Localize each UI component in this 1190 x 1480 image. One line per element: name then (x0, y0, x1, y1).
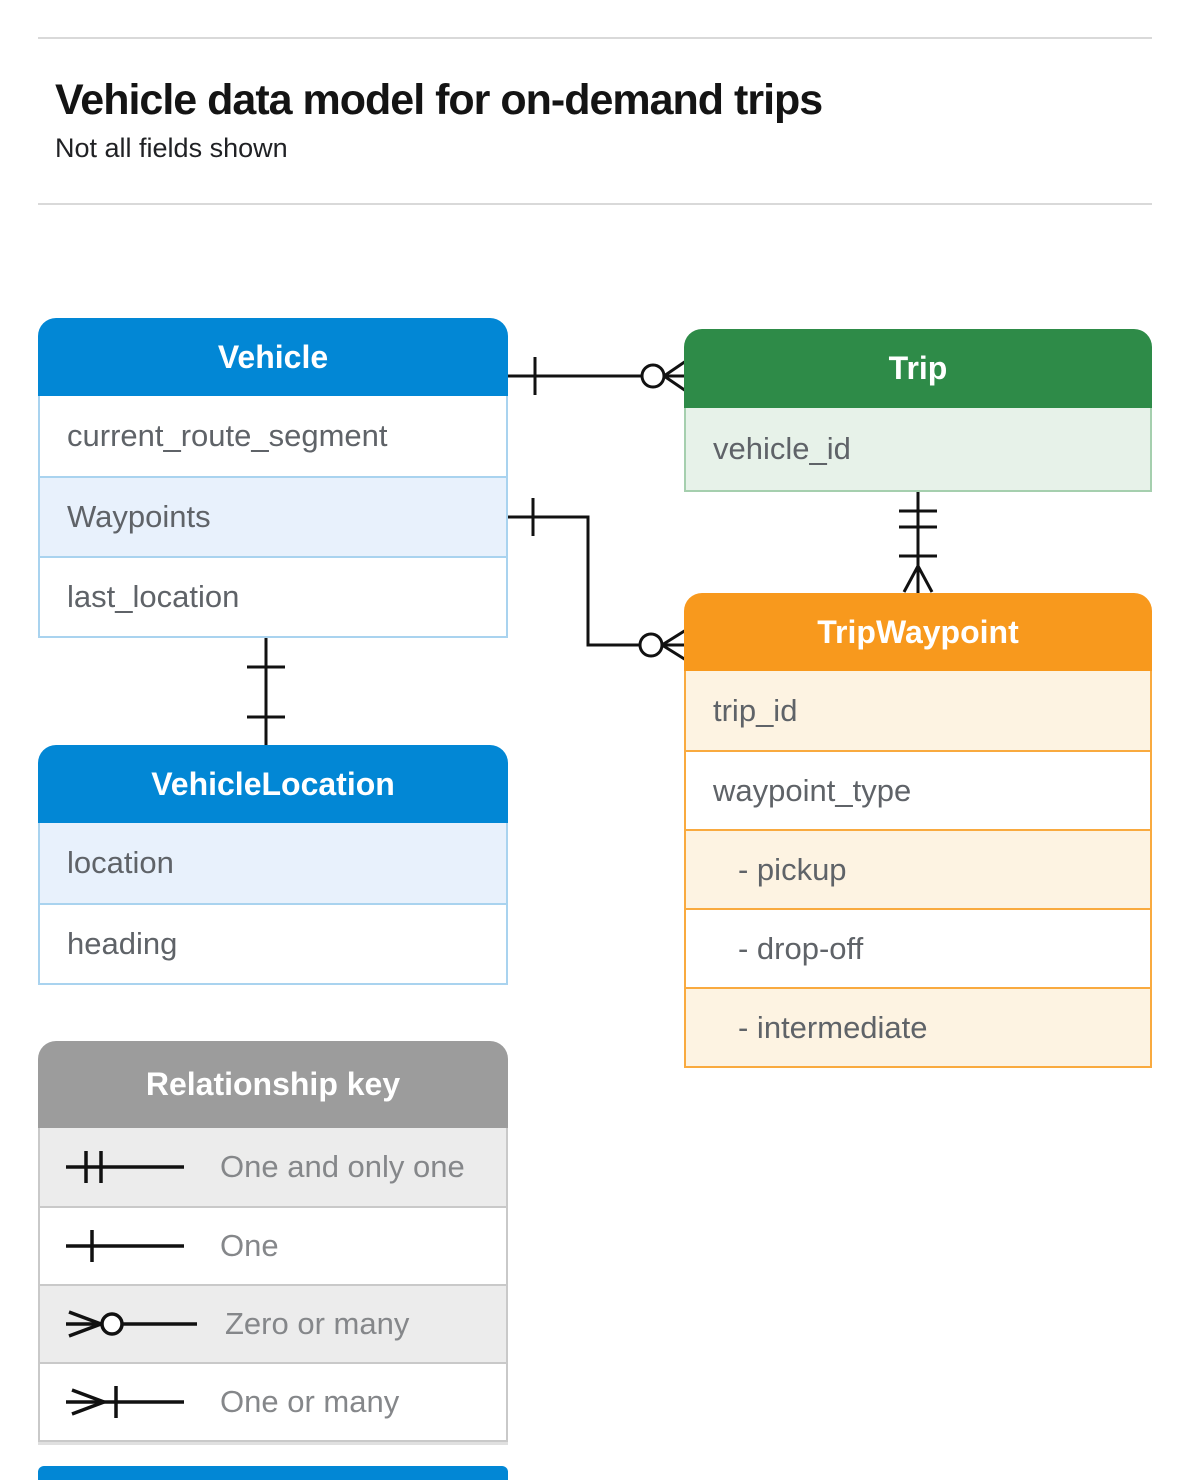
legend-row-one-and-only-one: One and only one (40, 1128, 506, 1206)
field-current-route-segment: current_route_segment (40, 396, 506, 476)
vehiclelocation-table: VehicleLocation location heading (38, 745, 508, 985)
relationship-key-body: One and only one One Zero or many (38, 1128, 508, 1442)
enum-intermediate: - intermediate (686, 987, 1150, 1066)
one-icon (66, 1230, 184, 1262)
field-last-location: last_location (40, 556, 506, 636)
trip-table-title: Trip (684, 329, 1152, 408)
trip-table: Trip vehicle_id (684, 329, 1152, 492)
vehiclelocation-table-body: location heading (38, 823, 508, 985)
relationship-key-title: Relationship key (38, 1041, 508, 1128)
enum-pickup: - pickup (686, 829, 1150, 908)
vehicle-table-body: current_route_segment Waypoints last_loc… (38, 396, 508, 638)
tripwaypoint-table-title: TripWaypoint (684, 593, 1152, 671)
page-title: Vehicle data model for on-demand trips (55, 76, 823, 124)
legend-row-one: One (40, 1206, 506, 1284)
legend-row-zero-or-many: Zero or many (40, 1284, 506, 1362)
connector-waypoints-tripwaypoint (508, 498, 687, 662)
cropped-bottom-element (38, 1466, 508, 1480)
legend-label: One (220, 1228, 279, 1263)
vehicle-table-title: Vehicle (38, 318, 508, 396)
field-vehicle-id: vehicle_id (686, 408, 1150, 490)
connector-vehicle-vehiclelocation (247, 638, 285, 745)
relationship-key: Relationship key One and only one One (38, 1041, 508, 1442)
field-waypoints: Waypoints (40, 476, 506, 556)
legend-row-one-or-many: One or many (40, 1362, 506, 1440)
zero-or-many-icon (66, 1310, 197, 1338)
second-divider (38, 203, 1152, 205)
trip-table-body: vehicle_id (684, 408, 1152, 492)
legend-label: One and only one (220, 1149, 465, 1184)
legend-label: Zero or many (225, 1306, 410, 1341)
field-location: location (40, 823, 506, 903)
connector-trip-tripwaypoint (899, 490, 937, 593)
connector-vehicle-trip (508, 357, 687, 395)
field-heading: heading (40, 903, 506, 983)
vehiclelocation-table-title: VehicleLocation (38, 745, 508, 823)
field-waypoint-type: waypoint_type (686, 750, 1150, 829)
enum-drop-off: - drop-off (686, 908, 1150, 987)
field-trip-id: trip_id (686, 671, 1150, 750)
tripwaypoint-table-body: trip_id waypoint_type - pickup - drop-of… (684, 671, 1152, 1068)
page-subtitle: Not all fields shown (55, 133, 288, 163)
one-or-many-icon (66, 1386, 184, 1418)
vehicle-table: Vehicle current_route_segment Waypoints … (38, 318, 508, 638)
legend-label: One or many (220, 1384, 400, 1419)
top-divider (38, 37, 1152, 39)
tripwaypoint-table: TripWaypoint trip_id waypoint_type - pic… (684, 593, 1152, 1068)
one-and-only-one-icon (66, 1151, 184, 1183)
